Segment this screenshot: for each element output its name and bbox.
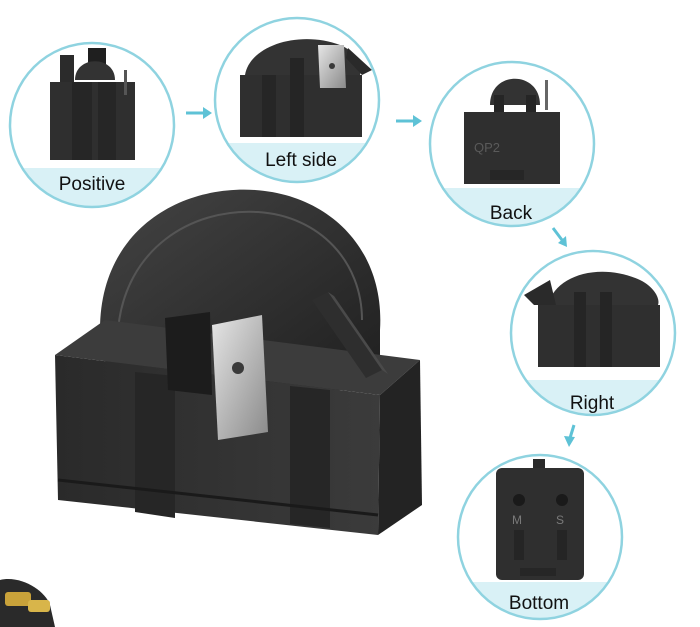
- corner-partial-object: [0, 579, 55, 627]
- main-relay-image: [55, 189, 422, 535]
- bottom-pin-m-marking: M: [512, 513, 522, 527]
- view-label-bottom: Bottom: [509, 593, 569, 614]
- right-relay-image: [524, 271, 660, 367]
- back-relay-image: QP2: [464, 78, 560, 184]
- arrow-back-to-right: [551, 227, 567, 247]
- positive-relay-image: [50, 48, 135, 160]
- bottom-relay-image: M S: [496, 459, 584, 580]
- view-label-positive: Positive: [59, 174, 126, 195]
- flow-arrows: [186, 107, 576, 447]
- view-left-side: Left side: [213, 16, 381, 184]
- view-label-left-side: Left side: [265, 150, 337, 171]
- view-label-back: Back: [490, 203, 533, 224]
- arrow-right-to-bottom: [564, 424, 576, 447]
- view-back: QP2 Back: [428, 60, 596, 228]
- view-positive: Positive: [8, 41, 176, 209]
- arrow-positive-to-left: [186, 107, 212, 119]
- view-bottom: M S Bottom: [456, 453, 624, 621]
- view-right: Right: [509, 249, 677, 417]
- back-model-marking: QP2: [474, 140, 500, 155]
- left-side-relay-image: [240, 39, 372, 137]
- view-label-right: Right: [570, 393, 615, 414]
- arrow-left-to-back: [396, 115, 422, 127]
- bottom-pin-s-marking: S: [556, 513, 564, 527]
